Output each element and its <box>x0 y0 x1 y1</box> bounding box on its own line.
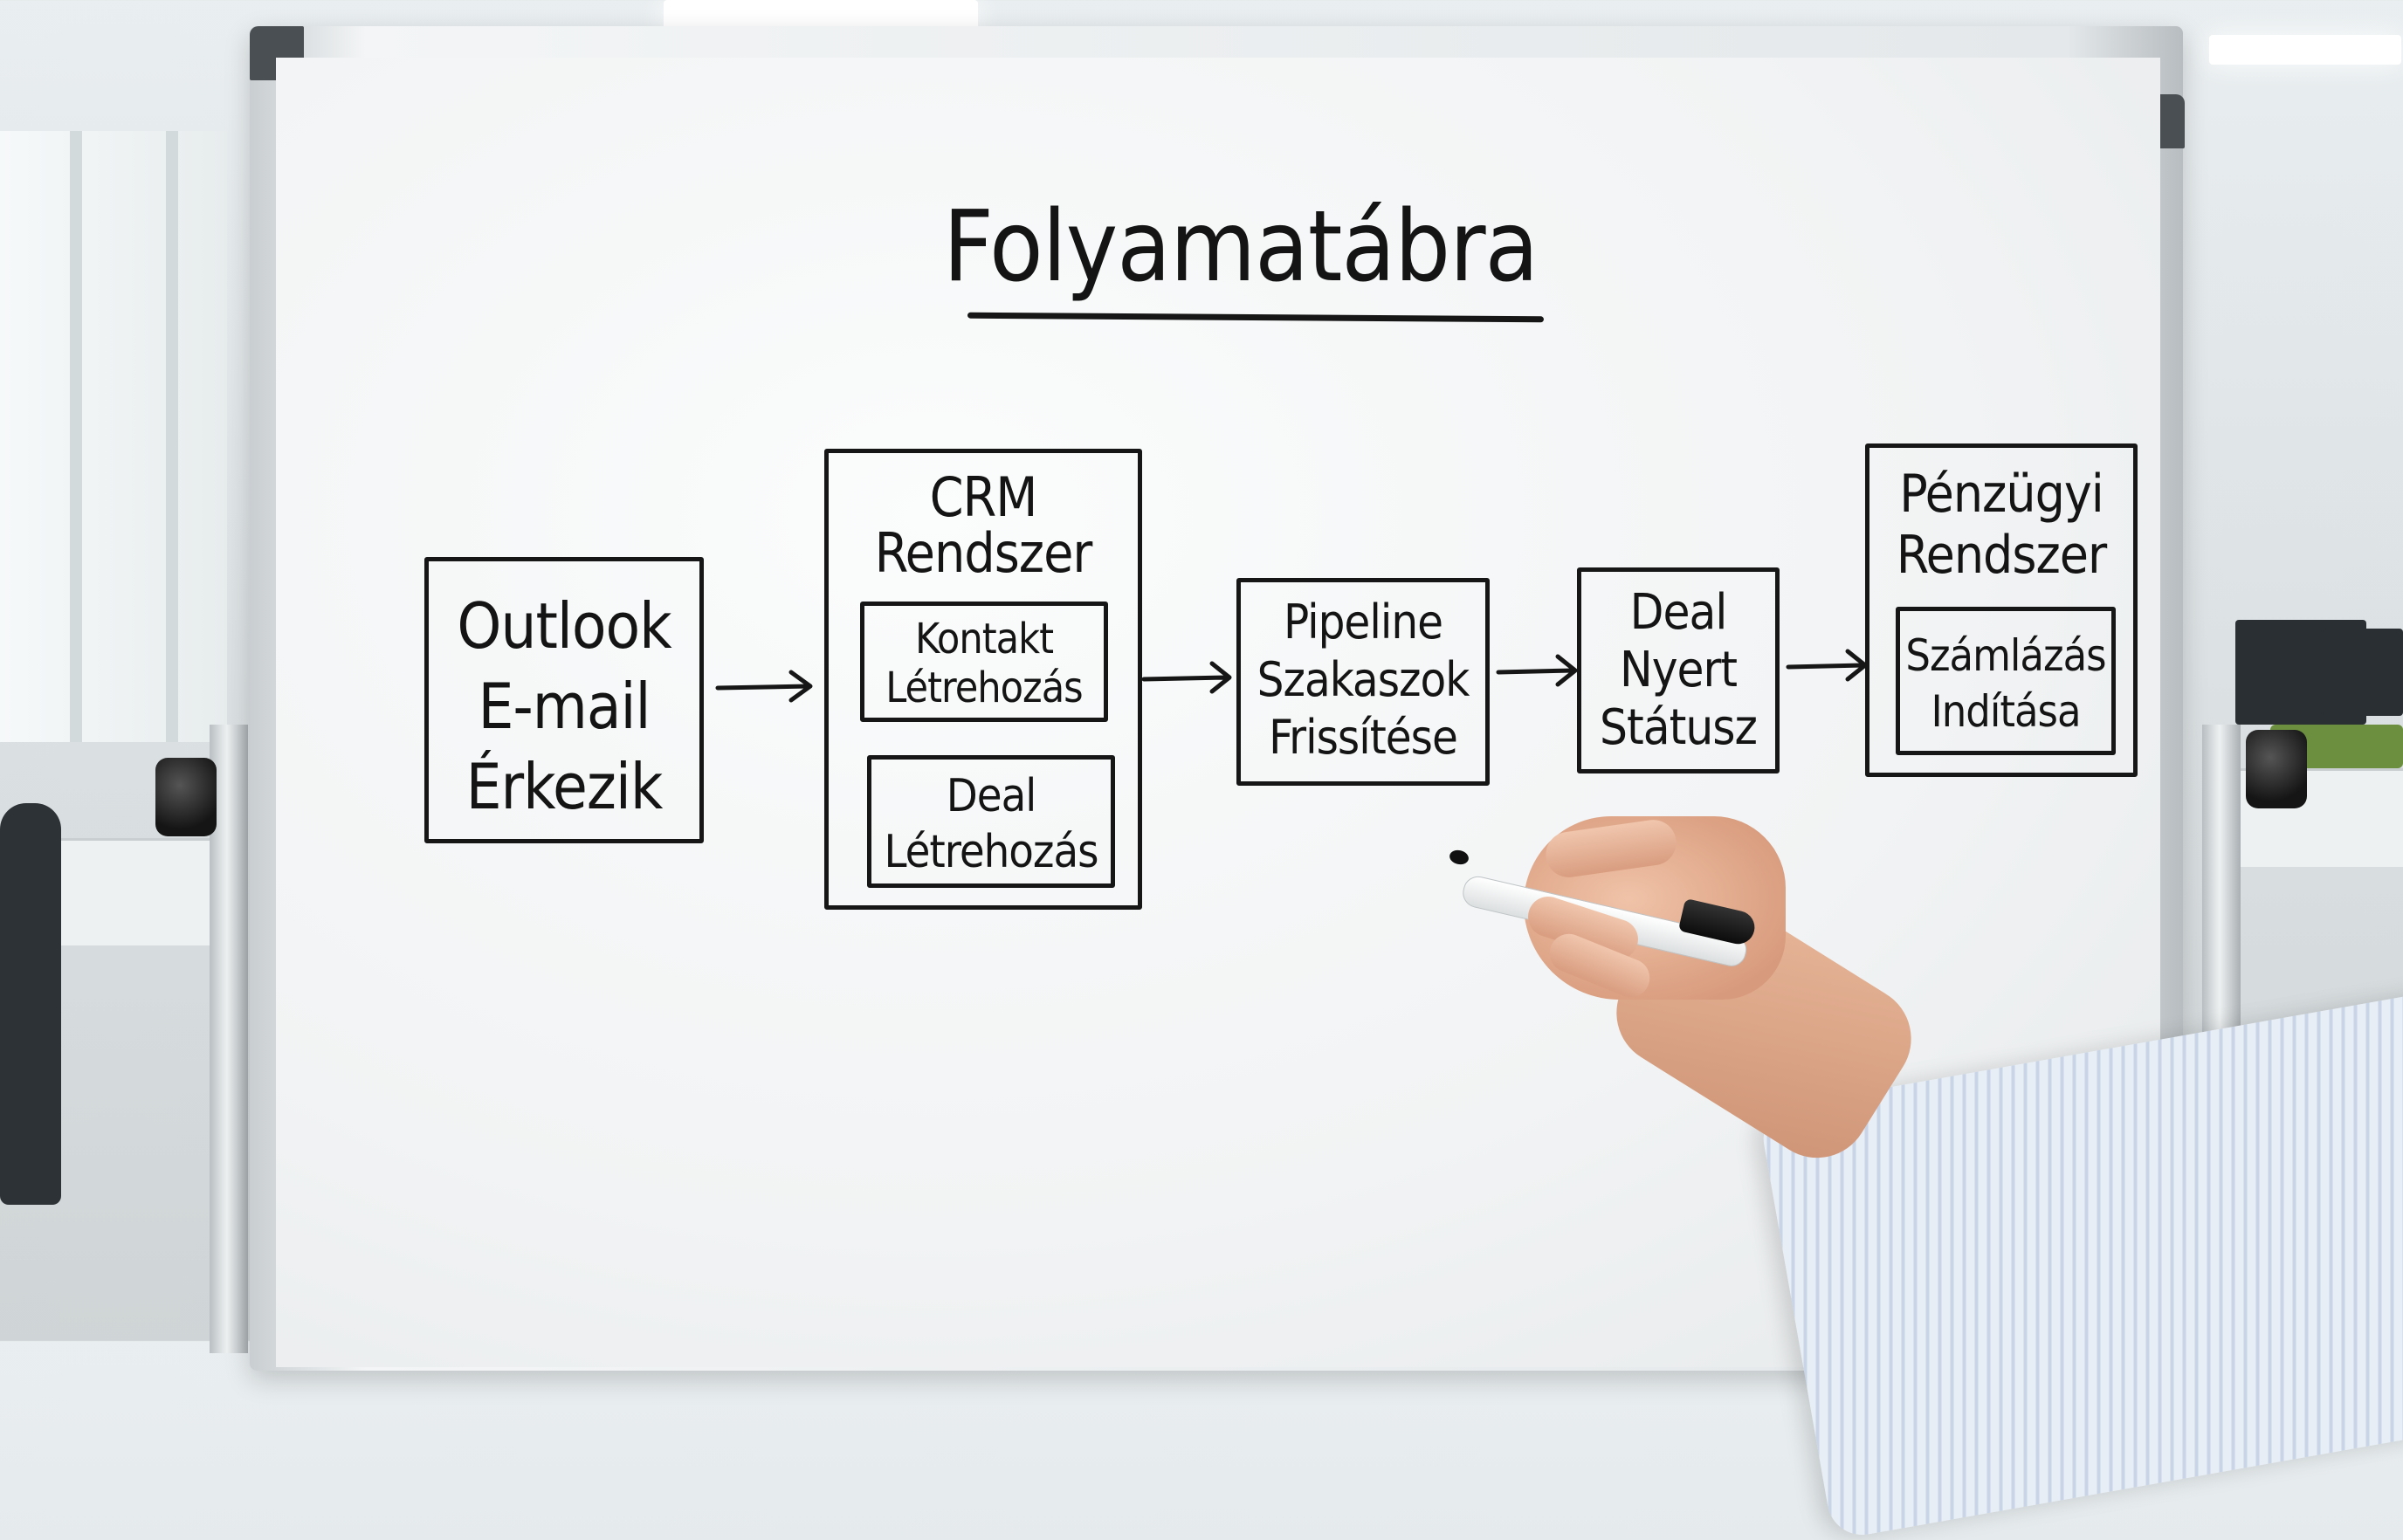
sub-step-label-line: Deal <box>946 770 1037 822</box>
step-label-line: Pipeline <box>1283 595 1443 650</box>
step-deal-won-box: Deal Nyert Státusz <box>1577 567 1780 773</box>
stand-knob-left[interactable] <box>155 758 217 836</box>
step-label-line: Outlook <box>457 589 671 663</box>
sub-step-kontakt-box: Kontakt Létrehozás <box>860 602 1108 722</box>
arrow-4 <box>1786 649 1868 682</box>
step-pipeline-box: Pipeline Szakaszok Frissítése <box>1236 578 1490 786</box>
step-outlook-box: Outlook E-mail Érkezik <box>424 557 704 843</box>
sub-step-label-line: Létrehozás <box>885 663 1083 712</box>
step-label-line: Státusz <box>1600 699 1758 756</box>
step-label-line: Rendszer <box>874 521 1093 585</box>
chair <box>0 803 61 1205</box>
sub-step-label-line: Létrehozás <box>884 826 1099 878</box>
arrow-1 <box>715 670 813 703</box>
step-label-line: Deal <box>1629 584 1728 641</box>
sub-step-label-line: Kontakt <box>914 615 1054 663</box>
window <box>0 131 227 742</box>
step-crm-box: CRM Rendszer Kontakt Létrehozás Deal Lét… <box>824 449 1142 910</box>
step-finance-box: Pénzügyi Rendszer Számlázás Indítása <box>1865 443 2138 777</box>
sub-step-deal-box: Deal Létrehozás <box>867 755 1115 888</box>
step-label-line: Pénzügyi <box>1899 464 2104 525</box>
sub-step-invoicing-box: Számlázás Indítása <box>1896 607 2116 755</box>
arrow-2 <box>1141 661 1232 694</box>
step-label-line: Frissítése <box>1269 710 1458 765</box>
sub-step-label-line: Számlázás <box>1905 630 2106 681</box>
monitor <box>2323 629 2403 716</box>
flowchart-title: Folyamatábra <box>943 190 1539 304</box>
stand-left-post <box>210 725 248 1353</box>
sub-step-label-line: Indítása <box>1931 686 2081 737</box>
ceiling-light <box>2209 35 2401 65</box>
arrow-3 <box>1496 654 1578 687</box>
ceiling-light <box>664 0 978 30</box>
stand-knob-right[interactable] <box>2246 730 2307 808</box>
step-label-line: Szakaszok <box>1257 652 1470 707</box>
step-label-line: Rendszer <box>1896 525 2107 586</box>
step-label-line: E-mail <box>478 670 651 743</box>
step-label-line: CRM <box>929 465 1038 529</box>
step-label-line: Érkezik <box>465 750 664 823</box>
step-label-line: Nyert <box>1620 642 1738 698</box>
